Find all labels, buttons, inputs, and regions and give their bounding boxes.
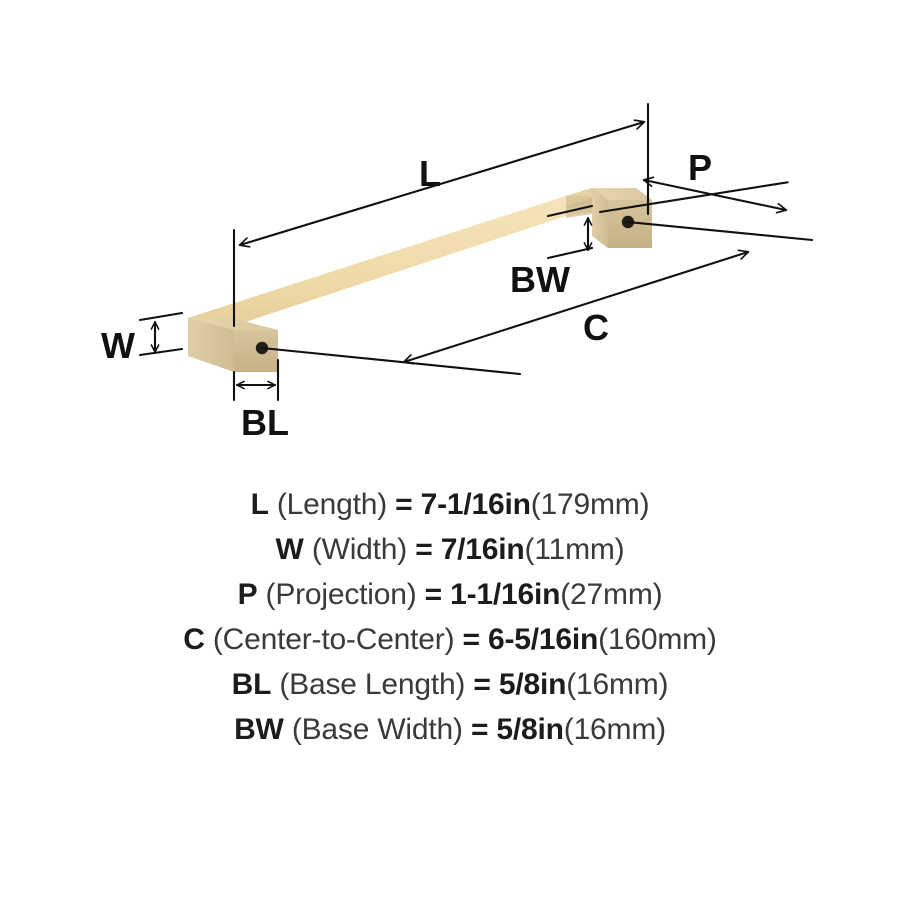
spec-name: (Base Width) bbox=[291, 713, 463, 746]
spec-abbr: C bbox=[183, 623, 205, 656]
spec-equals: = bbox=[462, 623, 481, 656]
dimension-projection: P bbox=[598, 147, 789, 214]
specification-list: L (Length) = 7-1/16in(179mm)W (Width) = … bbox=[0, 482, 900, 752]
spec-line: P (Projection) = 1-1/16in(27mm) bbox=[238, 572, 663, 617]
length-label: L bbox=[419, 153, 441, 194]
dimension-center-to-center: C bbox=[260, 220, 814, 376]
spec-abbr: BL bbox=[231, 668, 272, 701]
projection-label: P bbox=[688, 147, 712, 188]
base-length-label: BL bbox=[241, 402, 289, 443]
width-label: W bbox=[101, 325, 135, 366]
spec-metric-value: (27mm) bbox=[560, 578, 663, 611]
spec-imperial-value: 1-1/16in bbox=[450, 578, 561, 611]
width-tick-top bbox=[138, 311, 184, 322]
spec-name: (Base Length) bbox=[279, 668, 466, 701]
spec-imperial-value: 6-5/16in bbox=[487, 623, 599, 656]
spec-equals: = bbox=[395, 488, 413, 521]
center-leader-left bbox=[260, 346, 522, 376]
spec-line: L (Length) = 7-1/16in(179mm) bbox=[251, 482, 650, 527]
center-leader-right bbox=[626, 220, 814, 242]
spec-line: BL (Base Length) = 5/8in(16mm) bbox=[232, 662, 669, 707]
spec-line: BW (Base Width) = 5/8in(16mm) bbox=[234, 707, 666, 752]
left-post-face bbox=[234, 330, 278, 372]
spec-metric-value: (16mm) bbox=[563, 713, 666, 746]
base-width-label: BW bbox=[510, 259, 570, 300]
spec-equals: = bbox=[473, 668, 491, 701]
spec-imperial-value: 7/16in bbox=[440, 533, 525, 566]
spec-line: W (Width) = 7/16in(11mm) bbox=[276, 527, 625, 572]
center-arrow-upper bbox=[402, 249, 750, 365]
spec-name: (Center-to-Center) bbox=[212, 623, 455, 656]
spec-name: (Width) bbox=[311, 533, 408, 566]
width-tick-bottom bbox=[138, 347, 184, 357]
projection-arrow bbox=[642, 176, 788, 214]
left-post-side bbox=[188, 318, 234, 372]
dimension-base-length: BL bbox=[232, 358, 289, 443]
pull-dimension-diagram: L W BL BW bbox=[101, 102, 814, 443]
center-to-center-label: C bbox=[583, 307, 609, 348]
spec-metric-value: (160mm) bbox=[598, 623, 717, 656]
spec-metric-value: (11mm) bbox=[524, 533, 625, 566]
spec-abbr: W bbox=[275, 533, 304, 566]
spec-abbr: L bbox=[250, 488, 269, 521]
spec-equals: = bbox=[424, 578, 443, 611]
base-width-tick-bottom bbox=[546, 246, 594, 260]
base-width-tick-top bbox=[546, 204, 594, 218]
spec-imperial-value: 5/8in bbox=[496, 713, 564, 746]
spec-line: C (Center-to-Center) = 6-5/16in(160mm) bbox=[183, 617, 717, 662]
spec-equals: = bbox=[415, 533, 433, 566]
spec-name: (Projection) bbox=[265, 578, 417, 611]
dimension-width: W bbox=[101, 311, 184, 366]
spec-metric-value: (179mm) bbox=[530, 488, 650, 521]
spec-equals: = bbox=[470, 713, 489, 746]
length-arrow bbox=[238, 119, 646, 248]
spec-name: (Length) bbox=[276, 488, 388, 521]
spec-metric-value: (16mm) bbox=[566, 668, 669, 701]
spec-abbr: P bbox=[237, 578, 258, 611]
spec-imperial-value: 5/8in bbox=[498, 668, 567, 701]
spec-abbr: BW bbox=[234, 713, 284, 746]
spec-imperial-value: 7-1/16in bbox=[420, 488, 531, 521]
